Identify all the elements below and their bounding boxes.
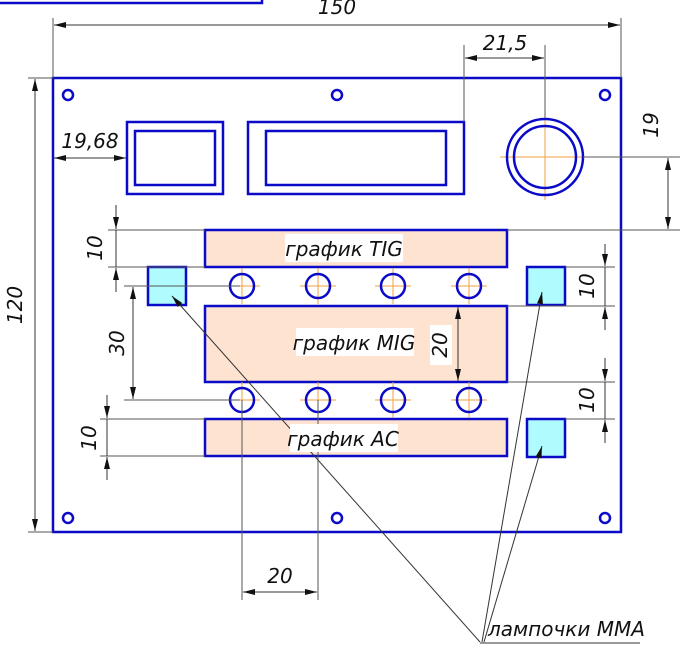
dim-overall-width: 150 (318, 0, 356, 19)
large-display-screen (264, 129, 448, 187)
panel-outline (51, 76, 623, 534)
button-r2-c3 (375, 382, 411, 418)
small-display (125, 120, 225, 196)
mounting-hole-icon (61, 88, 75, 102)
button-r1-c2 (300, 268, 336, 304)
leader-lamp-right-upper (481, 291, 543, 643)
bar-tig-label: график TIG (285, 237, 403, 261)
large-display (246, 120, 466, 196)
bar-ac-label: график AC (287, 427, 399, 451)
button-r2-c4 (451, 382, 487, 418)
mounting-hole-icon (330, 88, 344, 102)
mounting-hole-icon (598, 511, 612, 525)
mounting-hole-icon (330, 511, 344, 525)
lamp-mma-right-upper (525, 265, 567, 307)
small-display-frame (125, 120, 225, 196)
small-display-screen (133, 129, 217, 187)
dimension-lines (32, 22, 671, 595)
leader-lines (171, 291, 640, 644)
dim-overall-height: 120 (3, 286, 27, 324)
dim-bar-height-bottom: 10 (77, 425, 101, 450)
lamp-mma-right-lower (525, 417, 567, 459)
title-block-border (0, 0, 264, 5)
button-r1-c4 (451, 268, 487, 304)
dim-knob-offset-top: 19 (639, 112, 663, 137)
dim-gap-right-lower: 10 (575, 387, 599, 412)
button-circle-icon (455, 386, 483, 414)
rotary-knob (500, 115, 590, 200)
button-circle-icon (304, 272, 332, 300)
leader-lamp-right-lower (483, 445, 543, 643)
button-circle-icon (379, 272, 407, 300)
dim-gap-right-upper: 10 (575, 273, 599, 298)
dim-button-pitch: 20 (267, 564, 292, 588)
button-r1-c3 (375, 268, 411, 304)
knob-inner-icon (512, 124, 578, 190)
dim-row-spacing: 30 (105, 330, 129, 355)
bar-mig-label: график MIG (293, 331, 416, 355)
callout-lamps-mma: лампочки MMA (487, 617, 645, 641)
dim-display-offset-left: 19,68 (61, 129, 118, 153)
button-circle-icon (379, 386, 407, 414)
leader-lamp-left (171, 295, 481, 643)
mounting-hole-icon (598, 88, 612, 102)
mounting-holes (61, 88, 612, 525)
mounting-hole-icon (61, 511, 75, 525)
button-circle-icon (455, 272, 483, 300)
dim-bar-height-top: 10 (83, 235, 107, 260)
large-display-frame (246, 120, 466, 196)
dim-mig-bar-height: 20 (428, 332, 452, 357)
dim-knob-offset-right: 21,5 (483, 31, 528, 55)
